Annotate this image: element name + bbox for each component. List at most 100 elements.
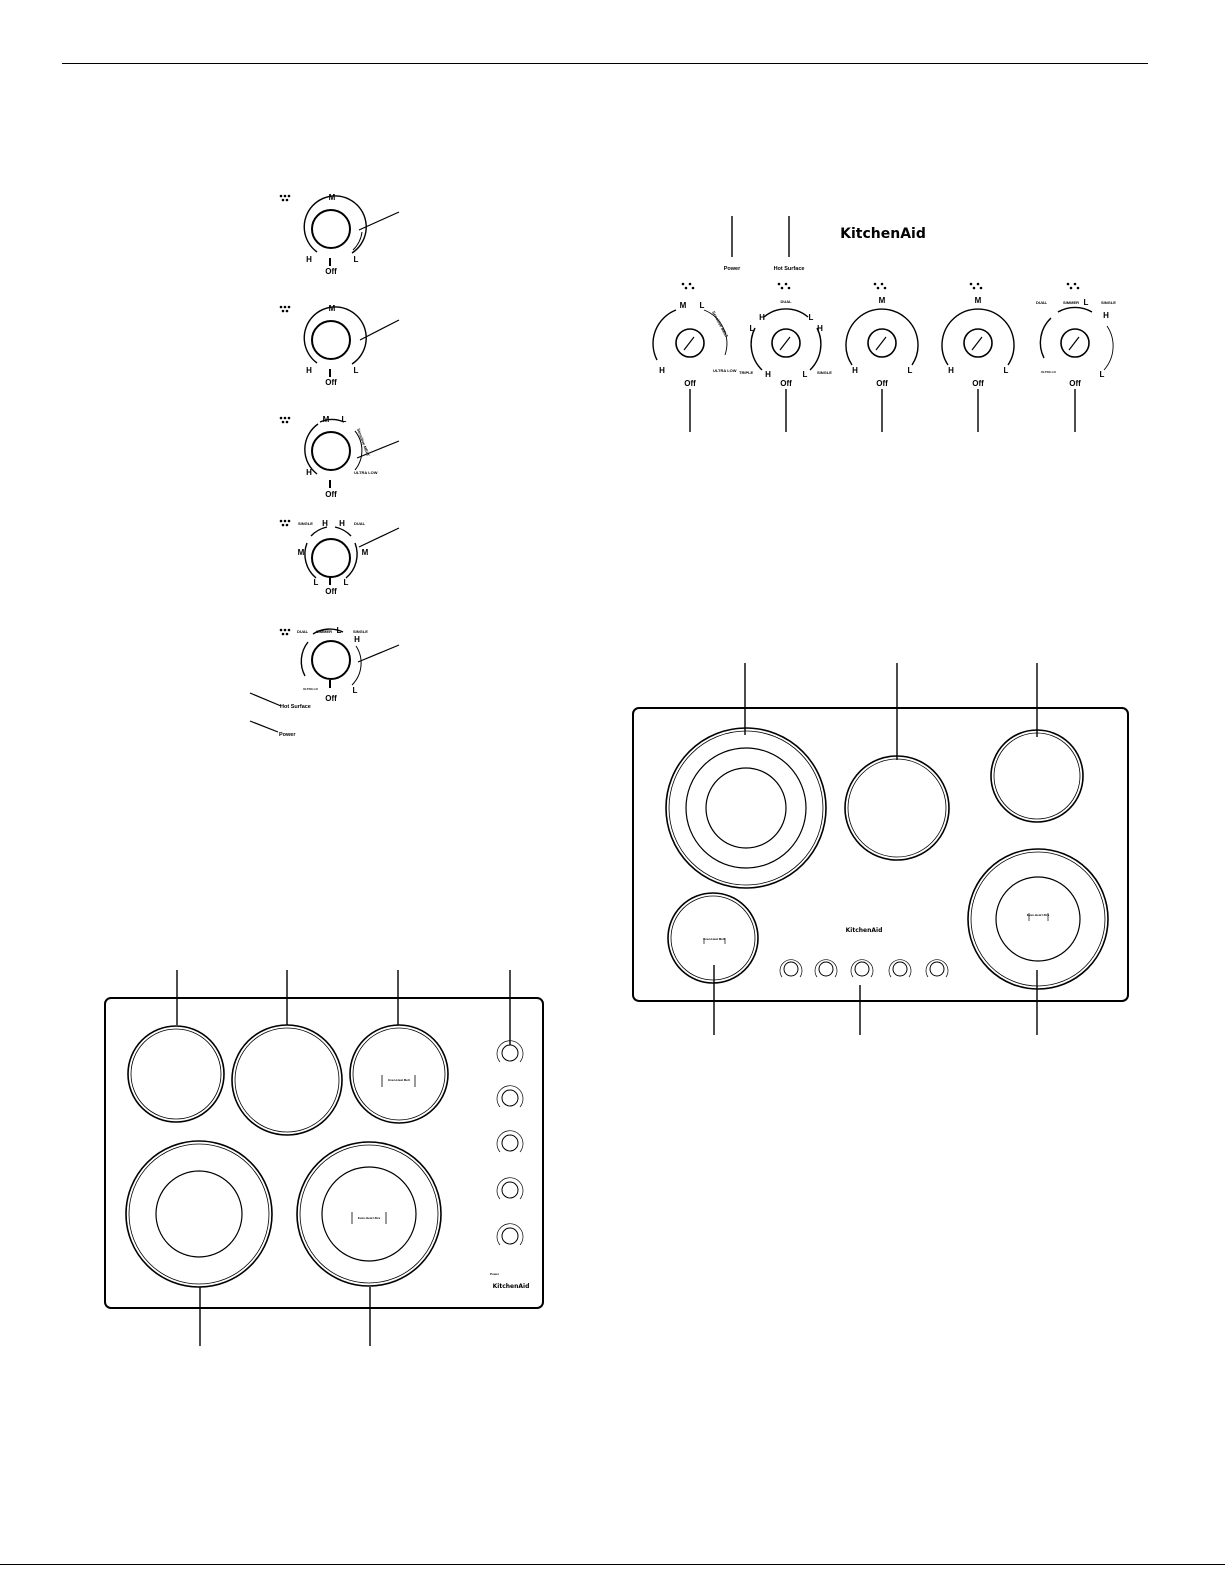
pk2-bottom-l: L (803, 370, 808, 379)
knob-4-dual: DUAL (354, 521, 366, 526)
pk5-simmer: SIMMER (1063, 300, 1079, 305)
knob-3-icon (279, 416, 291, 424)
pk5-right-h: H (1103, 311, 1109, 320)
knob-2 (303, 306, 400, 377)
knob-5-simmer: SIMMER (316, 629, 332, 634)
panel-knob-3 (845, 308, 919, 432)
pk2-single: SINGLE (817, 370, 832, 375)
knob-4-right: M (362, 548, 369, 557)
pk2-h2: H (817, 324, 823, 333)
knob-4-single: SINGLE (298, 521, 313, 526)
cooktop-36-labels: Even-Heat Melt Even-Heat Ultra KitchenAi… (703, 913, 1049, 941)
pk5-right-l: L (1100, 370, 1105, 379)
knob-3-top: M (323, 415, 330, 424)
cooktop-30 (104, 970, 544, 1346)
knob-5-ultra-lo: ULTRA LO (303, 687, 318, 691)
pk4-right: L (1004, 366, 1009, 375)
cooktop-36 (632, 663, 1129, 1035)
hot-surface-leader (249, 692, 282, 707)
pk1-left: H (659, 366, 665, 375)
knob-4-h2: H (339, 519, 345, 528)
pk2-bottom-h: H (765, 370, 771, 379)
top-panel-labels: KitchenAid Power Hot Surface M L Sensiti… (659, 226, 1116, 388)
pk3-right: L (908, 366, 913, 375)
knob-5-icon (279, 628, 291, 636)
pk4-top: M (975, 296, 982, 305)
knob-4-off: Off (325, 587, 337, 596)
pk5-simmer-l: L (1084, 298, 1089, 307)
knob-4-left: M (298, 548, 305, 557)
pk3-off: Off (876, 379, 888, 388)
ct30-power: Power (490, 1272, 500, 1276)
knob-2-right: L (354, 366, 359, 375)
pk2-l-left: L (750, 324, 755, 333)
knob-5-dual: DUAL (297, 629, 309, 634)
cooktop-30-labels: Even-Heat Melt Even-Heat Ultra Power Kit… (358, 1078, 530, 1290)
ct36-brand: KitchenAid (846, 927, 883, 934)
knob-5-off: Off (325, 694, 337, 703)
knob-2-icon (279, 305, 291, 313)
knob-3 (304, 418, 400, 488)
ct36-even-heat-2: Even-Heat Ultra (1027, 913, 1050, 917)
knob-4-left-low: L (314, 578, 319, 587)
left-knob-labels: M H L Off M H L Off M L Sensitive MELT U… (279, 193, 378, 738)
pk5-off: Off (1069, 379, 1081, 388)
panel-icons (681, 282, 1080, 290)
knob-1-left: H (306, 255, 312, 264)
knob-3-curve-upper: Sensitive MELT (356, 428, 371, 458)
pk4-left: H (948, 366, 954, 375)
ct30-brand: KitchenAid (493, 1283, 530, 1290)
power-label: Power (279, 732, 296, 738)
knob-4-icon (279, 519, 291, 527)
pk1-top-right: L (700, 301, 705, 310)
pk3-top: M (879, 296, 886, 305)
ct30-even-heat-2: Even-Heat Ultra (358, 1216, 381, 1220)
bottom-rule (0, 1564, 1225, 1565)
knob-2-top: M (329, 304, 336, 313)
pk1-off: Off (684, 379, 696, 388)
pk2-triple: TRIPLE (739, 370, 754, 375)
top-rule (62, 63, 1148, 64)
knob-2-left: H (306, 366, 312, 375)
pk1-ultra-low: ULTRA LOW (713, 368, 737, 373)
knob-3-curve-lower: ULTRA LOW (354, 470, 378, 475)
knob-1 (303, 195, 400, 266)
panel-knob-5 (1039, 306, 1114, 432)
power-leader (249, 720, 279, 733)
knob-5-single: SINGLE (353, 629, 368, 634)
knob-5 (300, 628, 400, 688)
ct36-even-heat-1: Even-Heat Melt (703, 937, 725, 941)
panel-knob-1 (652, 309, 728, 432)
knob-1-icon (279, 194, 291, 202)
knob-1-off: Off (325, 267, 337, 276)
knob-3-top-right: L (342, 415, 347, 424)
panel-power-label: Power (724, 266, 741, 272)
panel-hot-surface-label: Hot Surface (774, 266, 805, 272)
pk2-h1: H (759, 313, 765, 322)
knob-4-right-low: L (344, 578, 349, 587)
pk5-ultra-lo: ULTRA LO (1041, 370, 1056, 374)
ct30-even-heat-1: Even-Heat Melt (388, 1078, 410, 1082)
knob-5-right-h: H (354, 635, 360, 644)
knob-2-off: Off (325, 378, 337, 387)
panel-knob-4 (941, 308, 1015, 432)
knob-4 (304, 526, 400, 585)
knob-5-simmer-l: L (337, 626, 342, 635)
knob-1-right: L (354, 255, 359, 264)
knob-1-top: M (329, 193, 336, 202)
pk4-off: Off (972, 379, 984, 388)
pk5-single: SINGLE (1101, 300, 1116, 305)
hot-surface-label: Hot Surface (280, 704, 311, 710)
panel-knob-2 (750, 308, 822, 432)
knob-4-h1: H (322, 519, 328, 528)
pk1-top: M (680, 301, 687, 310)
knob-5-right: L (353, 686, 358, 695)
pk2-l-right-top: L (809, 313, 814, 322)
knob-3-off: Off (325, 490, 337, 499)
pk5-dual: DUAL (1036, 300, 1048, 305)
pk2-off: Off (780, 379, 792, 388)
brand-logo-top: KitchenAid (840, 226, 926, 242)
knob-3-left: H (306, 468, 312, 477)
pk1-curve: Sensitive MELT (711, 310, 729, 339)
